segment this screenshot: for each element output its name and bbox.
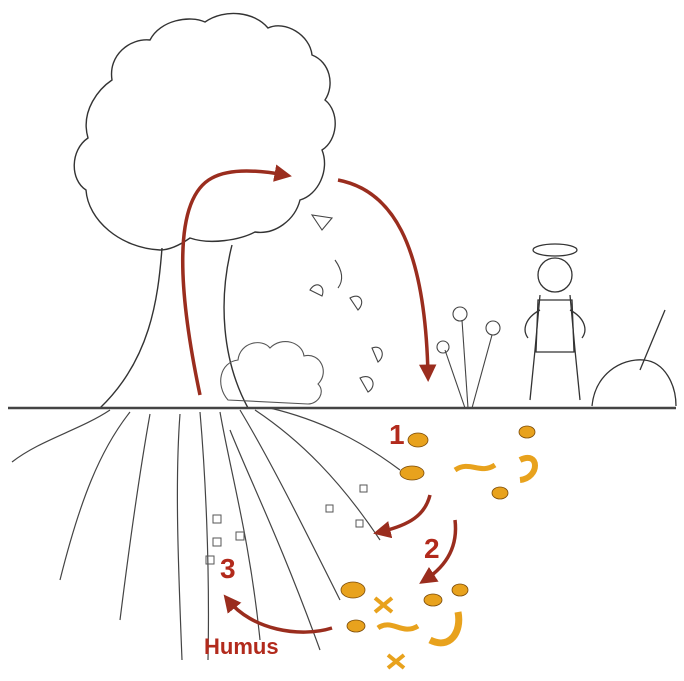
tree-trunk-right [224, 245, 248, 408]
flowers [437, 307, 500, 408]
falling-leaves [310, 215, 382, 392]
tree-crown [74, 13, 335, 250]
tree-roots [12, 408, 400, 660]
step-1-label: 1 [389, 419, 405, 451]
humus-label: Humus [204, 634, 279, 660]
step-3-label: 3 [220, 553, 236, 585]
arrow-humus [228, 600, 332, 632]
arrow-down-leaves [338, 180, 428, 375]
arrow-step-1-to-2 [380, 495, 430, 532]
bush [221, 342, 324, 404]
compost-heap [592, 360, 676, 406]
step-2-label: 2 [424, 533, 440, 565]
rake-handle [640, 310, 665, 370]
gardener [525, 244, 585, 400]
tree-trunk-left [100, 248, 162, 408]
